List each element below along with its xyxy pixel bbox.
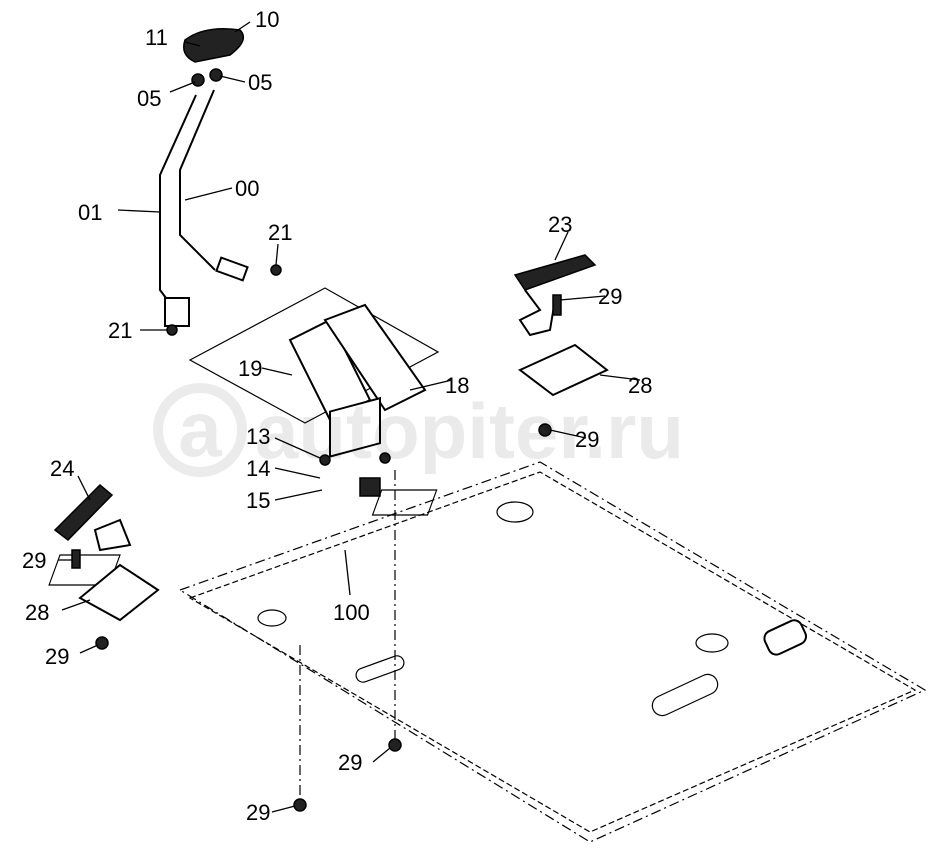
callout-21-top: 21	[268, 220, 292, 245]
callout-29-bottom-right: 29	[338, 750, 362, 775]
watermark-logo: a	[178, 385, 222, 473]
valve-100	[319, 396, 391, 497]
leader-lines	[58, 21, 641, 813]
callout-10: 10	[255, 7, 279, 32]
callout-24: 24	[50, 456, 74, 481]
callout-28-left: 28	[25, 600, 49, 625]
callout-29-plate-left: 29	[45, 644, 69, 669]
floor-plate	[48, 461, 927, 843]
watermark: a autopiter.ru	[153, 383, 684, 477]
callout-00: 00	[235, 176, 259, 201]
travel-levers	[159, 28, 282, 336]
pedal-23	[513, 254, 609, 437]
callout-14: 14	[246, 456, 270, 481]
callout-29-pedal24: 29	[22, 548, 46, 573]
callout-01: 01	[78, 200, 102, 225]
pedal-24	[53, 483, 160, 650]
pedal-assembly	[188, 287, 440, 424]
callout-100: 100	[333, 600, 370, 625]
callout-23: 23	[548, 212, 572, 237]
callout-29-bottom-left: 29	[246, 800, 270, 825]
callout-11: 11	[145, 25, 168, 50]
callout-21-left: 21	[108, 318, 132, 343]
callout-15: 15	[246, 488, 270, 513]
watermark-text: autopiter.ru	[255, 387, 684, 475]
callout-29-plate-right: 29	[575, 427, 599, 452]
callout-18: 18	[445, 373, 469, 398]
callout-19: 19	[238, 356, 262, 381]
callout-29-pedal23: 29	[598, 284, 622, 309]
callout-labels: 11 10 05 05 01 00 21 21 23 29 19 18 28 2…	[22, 7, 652, 825]
callout-13: 13	[246, 424, 270, 449]
callout-05-right: 05	[248, 70, 272, 95]
callout-05-left: 05	[137, 86, 161, 111]
callout-28-right: 28	[628, 373, 652, 398]
